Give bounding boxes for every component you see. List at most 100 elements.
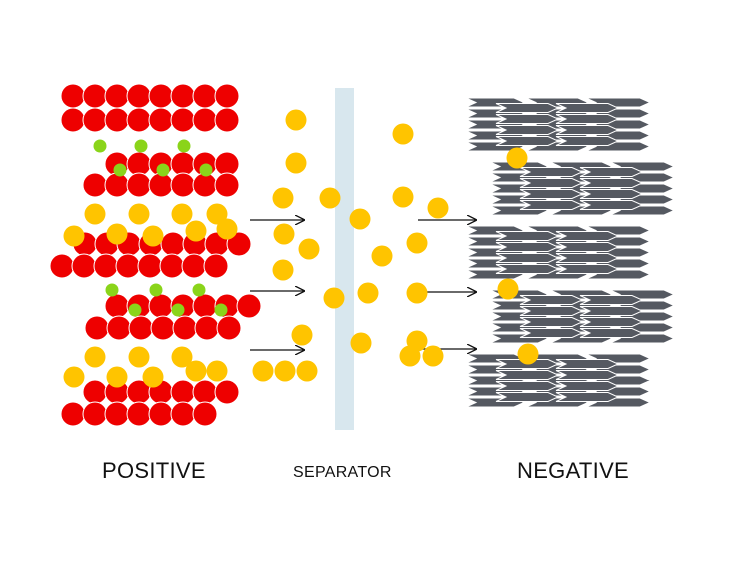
cathode-atom [170,151,196,177]
graphite-hexagon [555,392,620,402]
dopant-atom [93,139,107,153]
cathode-atom [150,315,176,341]
cathode-atom [106,315,132,341]
cathode-atom [216,315,242,341]
lithium-ion [406,282,428,304]
graphite-hexagon [555,136,620,146]
graphite-hexagon [519,189,584,199]
cathode-atom [49,253,75,279]
graphite-hexagon [495,381,560,391]
cathode-atom [170,172,196,198]
graphite-hexagon [495,370,560,380]
cathode-atom [192,293,218,319]
negative-electrode [465,97,676,408]
graphite-hexagon [495,136,560,146]
lithium-ion [128,346,150,368]
lithium-ion [63,366,85,388]
cathode-atom [172,315,198,341]
dopant-atom [134,139,148,153]
graphite-hexagon [495,231,560,241]
graphite-hexagon [555,103,620,113]
lithium-ion [291,324,313,346]
graphite-hexagon [555,370,620,380]
cathode-atom [137,253,163,279]
graphite-hexagon [519,178,584,188]
cathode-atom [84,315,110,341]
dopant-atom [128,303,142,317]
cathode-atom [192,107,218,133]
cathode-atom [170,379,196,405]
graphite-hexagon [579,200,644,210]
lithium-ion [506,147,528,169]
lithium-ion [171,203,193,225]
lithium-ion [272,259,294,281]
lithium-ion [497,278,519,300]
cathode-atom [214,172,240,198]
lithium-ion [206,203,228,225]
cathode-atom [160,231,186,257]
cathode-atom [60,401,86,427]
cathode-atom [104,107,130,133]
lithium-ion [298,238,320,260]
dopant-atom [105,283,119,297]
positive-label: POSITIVE [102,458,206,483]
graphite-hexagon [519,328,584,338]
cathode-atom [82,379,108,405]
lithium-ion [142,366,164,388]
graphite-hexagon [519,167,584,177]
lithium-ion [422,345,444,367]
separator-membrane [335,88,354,430]
cathode-atom [115,253,141,279]
cathode-atom [82,172,108,198]
graphite-hexagon [579,189,644,199]
cathode-atom [194,315,220,341]
lithium-ion [406,232,428,254]
cathode-atom [214,107,240,133]
cathode-atom [148,107,174,133]
cathode-atom [148,172,174,198]
lithium-ion [185,360,207,382]
cathode-atom [60,107,86,133]
separator-label: SEPARATOR [293,464,392,481]
cathode-atom [192,401,218,427]
cathode-atom [104,401,130,427]
lithium-ion [206,360,228,382]
cathode-atom [159,253,185,279]
lithium-ion [84,346,106,368]
cathode-atom [60,83,86,109]
lithium-ion [142,225,164,247]
lithium-ion [128,203,150,225]
graphite-hexagon [495,114,560,124]
cathode-atom [82,107,108,133]
lithium-ion [350,332,372,354]
lithium-ion [106,223,128,245]
cathode-atom [93,253,119,279]
graphite-hexagon [519,317,584,327]
lithium-ion [252,360,274,382]
graphite-hexagon [579,328,644,338]
cathode-atom [148,83,174,109]
graphite-hexagon [519,200,584,210]
lithium-ion [392,186,414,208]
graphite-hexagon [555,114,620,124]
cathode-atom [126,172,152,198]
graphite-hexagon [555,242,620,252]
positive-electrode [49,83,262,427]
dopant-atom [113,163,127,177]
dopant-atom [156,163,170,177]
lithium-ion [392,123,414,145]
cathode-atom [236,293,262,319]
cathode-atom [214,83,240,109]
graphite-hexagon [579,306,644,316]
lithium-ion [349,208,371,230]
lithium-ion [323,287,345,309]
cathode-atom [181,253,207,279]
cathode-atom [192,83,218,109]
graphite-hexagon [555,264,620,274]
cathode-atom [126,401,152,427]
graphite-hexagon [519,295,584,305]
lithium-ion [285,109,307,131]
cathode-atom [203,253,229,279]
graphite-hexagon [579,167,644,177]
